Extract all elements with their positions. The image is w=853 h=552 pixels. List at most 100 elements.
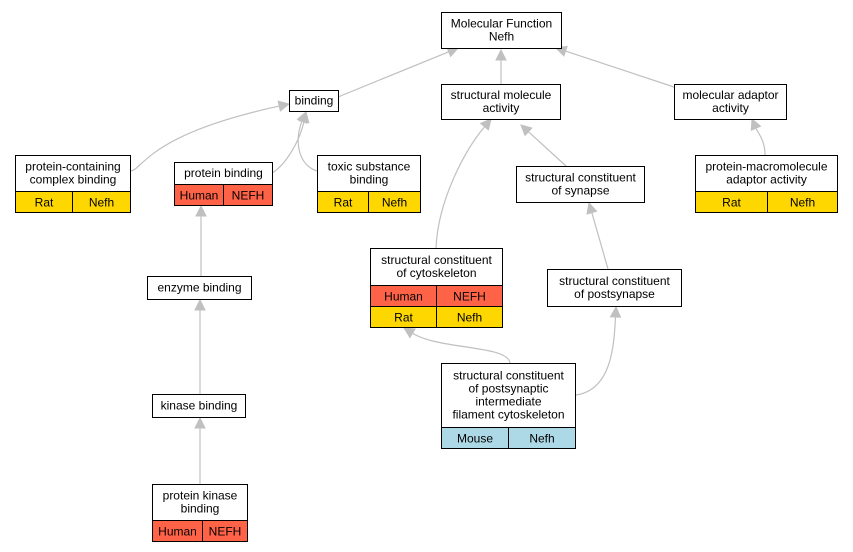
edge <box>194 298 206 394</box>
go-term-node-binding[interactable]: binding <box>289 90 339 112</box>
node-box <box>441 84 561 120</box>
edge-line <box>527 131 567 167</box>
arrowhead-icon <box>296 110 308 124</box>
species-label: Human <box>180 189 219 203</box>
arrowhead-icon <box>479 118 492 131</box>
node-label-line: binding <box>350 173 389 187</box>
edge-line <box>129 105 280 172</box>
edge-line <box>565 50 675 88</box>
arrowhead-icon <box>750 117 762 131</box>
edge <box>129 100 291 172</box>
node-label-line: filament cytoskeleton <box>452 408 564 422</box>
node-label-line: structural molecule <box>451 88 552 102</box>
go-term-node-kinase-binding[interactable]: kinase binding <box>152 394 246 418</box>
species-label: Rat <box>334 196 353 210</box>
node-label-line: intermediate <box>475 395 541 409</box>
edge-line <box>412 332 511 364</box>
arrowhead-icon <box>194 298 206 311</box>
node-label-line: protein kinase <box>163 489 238 503</box>
gene-cell <box>508 427 576 449</box>
node-box <box>147 276 252 300</box>
gene-cell <box>767 191 838 213</box>
edge <box>194 416 206 484</box>
edge <box>195 204 207 276</box>
node-box <box>289 90 339 112</box>
gene-label: NEFH <box>453 290 486 304</box>
node-label-line: of postsynaptic <box>468 382 548 396</box>
gene-cell <box>202 520 248 542</box>
node-label-line: of postsynapse <box>574 287 655 301</box>
edge-line <box>755 127 766 156</box>
node-label-line: binding <box>181 502 220 516</box>
gene-label: Nefh <box>457 311 482 325</box>
edge-line <box>297 120 318 172</box>
arrowhead-icon <box>194 416 206 429</box>
node-label-line: Molecular Function <box>451 17 552 31</box>
node-label-line: molecular adaptor <box>682 88 778 102</box>
species-label: Rat <box>394 311 413 325</box>
edge-line <box>435 126 486 249</box>
node-label-line: activity <box>483 101 520 115</box>
arrowhead-icon <box>195 204 207 217</box>
gene-label: NEFH <box>209 525 242 539</box>
edge <box>337 46 460 98</box>
node-label-line: toxic substance <box>328 160 411 174</box>
node-box <box>152 394 246 418</box>
node-label-line: activity <box>712 101 749 115</box>
node-label-line: of cytoskeleton <box>396 266 476 280</box>
edge <box>435 118 492 249</box>
node-box <box>441 12 562 49</box>
go-term-node-enzyme-binding[interactable]: enzyme binding <box>147 276 252 300</box>
node-label-line: kinase binding <box>161 399 238 413</box>
edge <box>586 201 609 270</box>
species-label: Human <box>158 525 197 539</box>
node-label-line: structural constituent <box>453 369 564 383</box>
edge <box>520 124 567 167</box>
gene-label: Nefh <box>89 196 114 210</box>
arrowhead-icon <box>609 305 622 318</box>
node-label-line: structural constituent <box>525 171 636 185</box>
node-box <box>516 166 645 203</box>
gene-label: Nefh <box>382 196 407 210</box>
edge-line <box>271 121 305 174</box>
gene-label: Nefh <box>529 432 554 446</box>
node-box <box>547 269 682 307</box>
node-label-line: adaptor activity <box>726 173 807 187</box>
species-label: Rat <box>35 196 54 210</box>
gene-label: Nefh <box>790 196 815 210</box>
edge <box>575 305 622 396</box>
arrowhead-icon <box>277 100 291 112</box>
node-label-line: structural constituent <box>559 274 670 288</box>
edge <box>495 48 507 84</box>
gene-cell <box>223 184 273 206</box>
gene-cell <box>436 306 503 328</box>
node-label-line: complex binding <box>30 173 117 187</box>
node-label-line: binding <box>295 94 334 108</box>
node-box <box>674 84 787 120</box>
gene-cell <box>368 191 421 213</box>
node-label-line: enzyme binding <box>157 281 241 295</box>
gene-cell <box>72 191 131 213</box>
edge-line <box>337 51 449 98</box>
node-label-line: protein-macromolecule <box>705 160 827 174</box>
arrowhead-icon <box>495 48 507 61</box>
node-label-line: structural constituent <box>381 253 492 267</box>
edge <box>750 117 766 156</box>
edge <box>296 110 318 172</box>
arrowhead-icon <box>520 124 533 137</box>
node-label-line: Nefh <box>489 30 514 44</box>
